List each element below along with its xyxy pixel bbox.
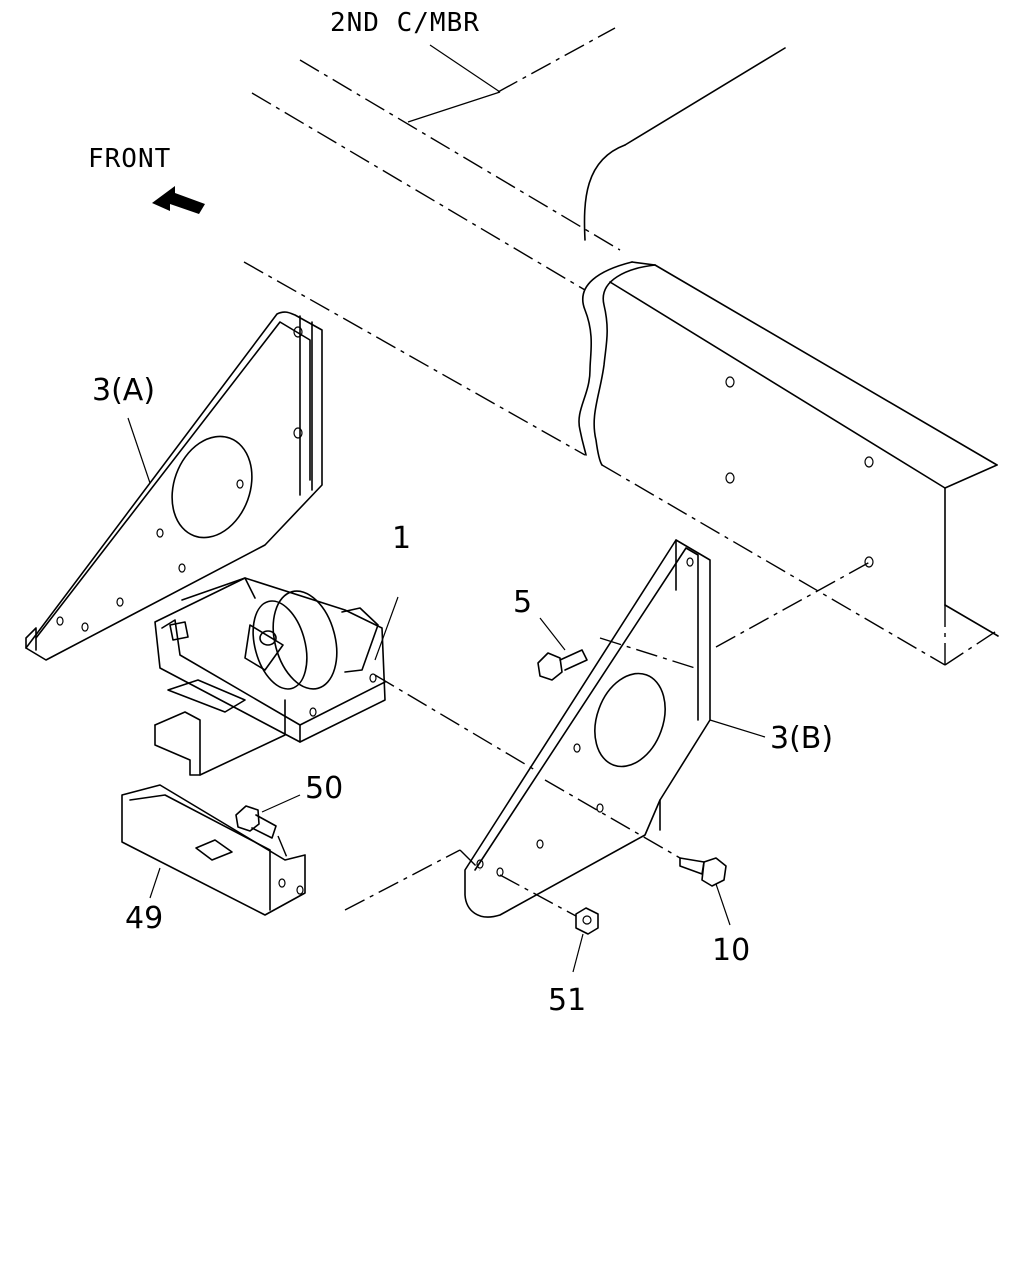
callout-nut-51: 51 bbox=[548, 983, 586, 1018]
direction-label: FRONT bbox=[88, 144, 171, 174]
bolt-10 bbox=[544, 779, 731, 926]
bolt-5 bbox=[537, 617, 588, 681]
arrow-left-icon bbox=[152, 186, 205, 214]
callout-bracket-a: 3(A) bbox=[92, 373, 155, 408]
bracket-a bbox=[25, 311, 323, 661]
callout-bolt-10: 10 bbox=[712, 933, 750, 968]
callout-mount: 1 bbox=[392, 521, 411, 556]
callout-bracket-b: 3(B) bbox=[770, 721, 833, 756]
nut-51 bbox=[499, 874, 599, 973]
cross-member bbox=[243, 27, 999, 666]
callout-bolt-5: 5 bbox=[513, 585, 532, 620]
reference-label: 2ND C/MBR bbox=[330, 8, 480, 38]
bracket-b bbox=[464, 539, 871, 918]
cover-49 bbox=[121, 784, 481, 916]
bolt-50 bbox=[235, 794, 301, 861]
callout-bolt-50: 50 bbox=[305, 771, 343, 806]
engine-mount bbox=[154, 577, 536, 776]
callout-cover-49: 49 bbox=[125, 901, 163, 936]
